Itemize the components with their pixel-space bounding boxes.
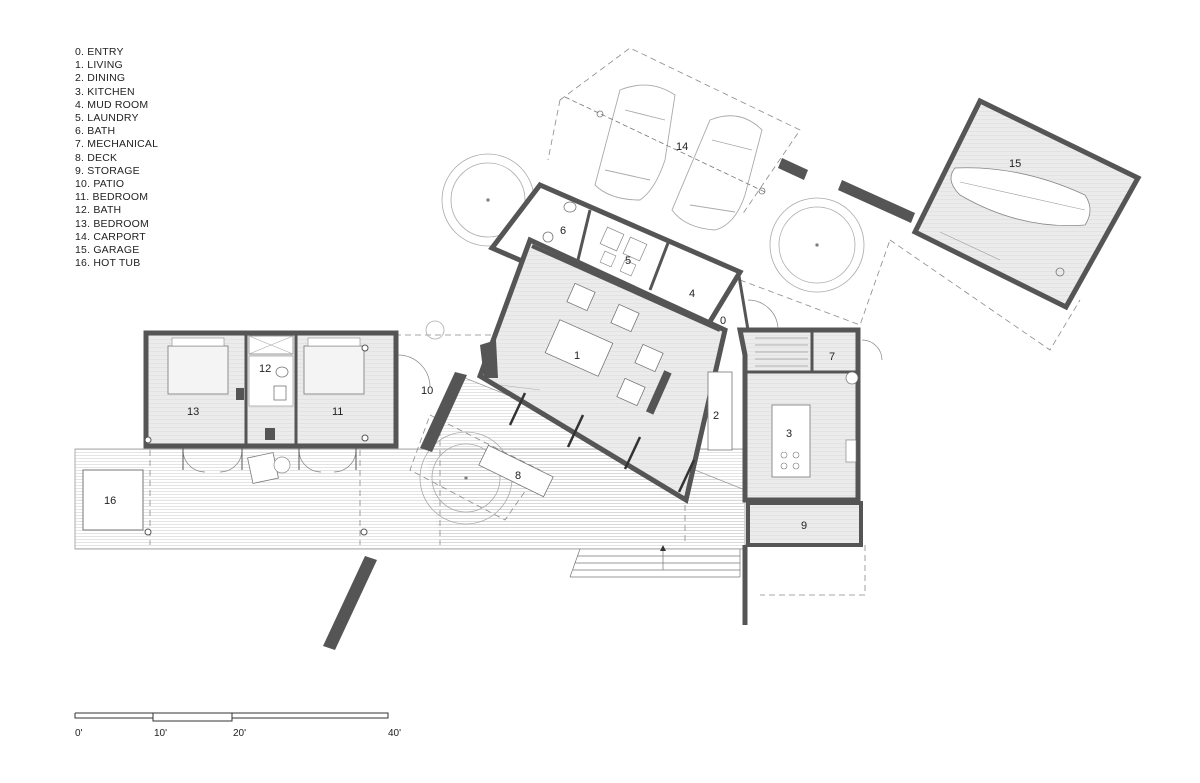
legend-item: 14. CARPORT	[75, 230, 146, 243]
hot-tub	[82, 469, 144, 531]
legend-item: 3. KITCHEN	[75, 85, 135, 98]
deck-table	[478, 444, 554, 498]
room-label-9: 9	[801, 520, 807, 532]
site-walls	[323, 158, 915, 650]
kitchen-block	[707, 327, 883, 625]
room-labels: 0 1 2 3 4 5 6 7 8 9 10 11 12 13 14 15 16	[104, 141, 1021, 532]
room-label-12: 12	[259, 363, 271, 375]
room-label-5: 5	[625, 255, 631, 267]
room-label-0: 0	[720, 315, 726, 327]
garage	[911, 97, 1142, 311]
bedroom-wing	[143, 330, 431, 484]
room-label-6: 6	[560, 225, 566, 237]
room-label-14: 14	[676, 141, 688, 153]
legend-item: 1. LIVING	[75, 59, 123, 72]
entry-walls	[736, 269, 779, 331]
room-label-3: 3	[786, 428, 792, 440]
room-label-16: 16	[104, 495, 116, 507]
legend-item: 6. BATH	[75, 125, 116, 138]
legend-item: 9. STORAGE	[75, 164, 140, 177]
room-label-13: 13	[187, 406, 199, 418]
legend-item: 8. DECK	[75, 151, 118, 164]
legend-item: 13. BEDROOM	[75, 217, 149, 230]
room-label-8: 8	[515, 470, 521, 482]
carport	[564, 84, 766, 231]
main-house-rotated	[476, 181, 744, 504]
scale-label-0: 0'	[75, 728, 83, 739]
scale-label-20: 20'	[233, 728, 246, 739]
legend-item: 4. MUD ROOM	[75, 98, 149, 111]
room-label-10: 10	[421, 385, 433, 397]
legend-item: 15. GARAGE	[75, 244, 140, 257]
room-label-1: 1	[574, 350, 580, 362]
legend-item: 10. PATIO	[75, 178, 125, 191]
room-label-2: 2	[713, 410, 719, 422]
room-label-4: 4	[689, 288, 695, 300]
deck-stairs	[569, 545, 741, 578]
room-label-15: 15	[1009, 158, 1021, 170]
room-legend: 0. ENTRY 1. LIVING 2. DINING 3. KITCHEN …	[75, 46, 158, 270]
legend-item: 5. LAUNDRY	[75, 112, 139, 125]
deck-posts	[144, 344, 369, 536]
legend-item: 7. MECHANICAL	[75, 138, 159, 151]
scale-bar: 0' 10' 20' 40'	[74, 712, 401, 739]
scale-label-40: 40'	[388, 728, 401, 739]
legend-item: 11. BEDROOM	[75, 191, 149, 204]
legend-item: 2. DINING	[75, 72, 126, 85]
legend-item: 0. ENTRY	[75, 46, 124, 58]
scale-label-10: 10'	[154, 728, 167, 739]
legend-item: 16. HOT TUB	[75, 257, 141, 270]
room-label-7: 7	[829, 351, 835, 363]
legend-item: 12. BATH	[75, 204, 122, 217]
room-label-11: 11	[332, 406, 343, 418]
